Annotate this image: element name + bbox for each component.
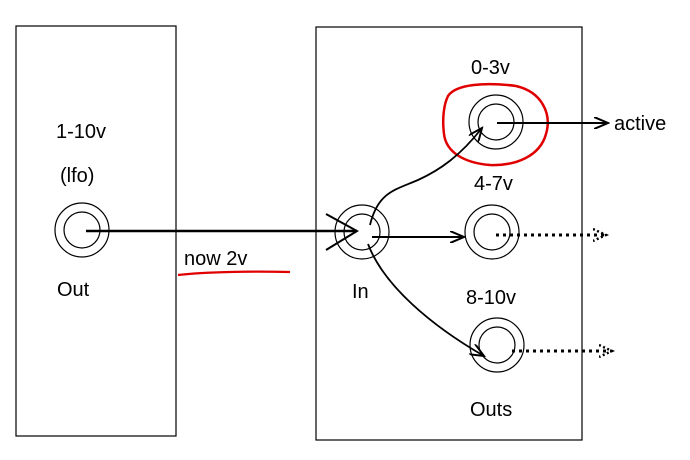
cable-voltage-note: now 2v bbox=[184, 248, 247, 270]
route-to-output-3-arrow-icon bbox=[367, 243, 484, 356]
output-2-jack-icon[interactable] bbox=[464, 204, 520, 260]
cable-arrow-icon bbox=[325, 213, 359, 251]
output-1-highlight-circle bbox=[441, 82, 549, 167]
outs-label: Outs bbox=[470, 399, 512, 421]
lfo-range-label: 1-10v bbox=[56, 121, 106, 143]
output-1-range-label: 0-3v bbox=[471, 57, 510, 79]
output-3-jack-icon[interactable] bbox=[469, 317, 525, 373]
cable-note-underline bbox=[177, 270, 291, 277]
in-jack-label: In bbox=[352, 281, 369, 303]
lfo-out-label: Out bbox=[57, 279, 90, 301]
output-1-state-label: active bbox=[614, 113, 666, 135]
lfo-type-label: (lfo) bbox=[60, 165, 94, 187]
lfo-module: 1-10v (lfo) Out bbox=[15, 25, 177, 437]
route-to-output-1-arrow-icon bbox=[369, 128, 482, 226]
output-3-range-label: 8-10v bbox=[466, 287, 516, 309]
output-2-range-label: 4-7v bbox=[474, 173, 513, 195]
switch-module: In 0-3v 4-7v 8-10v Outs bbox=[315, 26, 583, 441]
